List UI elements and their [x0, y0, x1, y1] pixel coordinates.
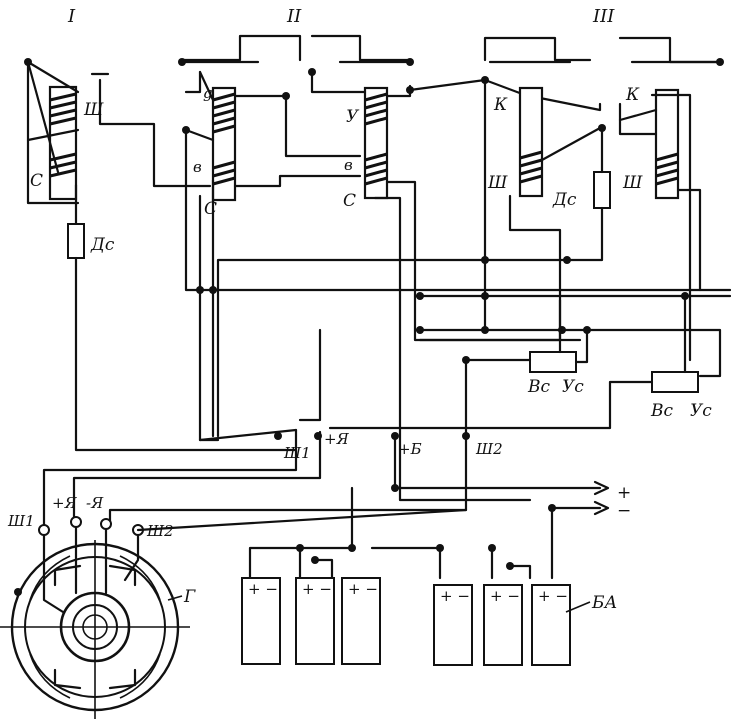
- section-label-3: III: [592, 6, 615, 27]
- output-lines: + −: [391, 434, 631, 521]
- relay-1-label-c: С: [30, 171, 43, 191]
- relay-3-label-sh1: Ш: [487, 173, 508, 193]
- regulator-1-label-us: Ус: [562, 377, 584, 397]
- relay-3-resistor: [593, 171, 611, 209]
- battery-cell-1: + −: [248, 580, 278, 598]
- relay-3-label-ds: Дс: [552, 190, 577, 210]
- battery-label: БА: [591, 593, 617, 613]
- regulator-2-label-vs: Вс: [650, 401, 673, 421]
- relay-2: g У в С в С: [178, 34, 731, 502]
- regulator-2: Вс Ус: [328, 294, 712, 430]
- relay-2-label-b2: в: [344, 156, 353, 174]
- battery-cell-2: + −: [302, 580, 332, 598]
- terminal-sh1: Ш1: [283, 444, 311, 462]
- output-plus: +: [617, 483, 631, 503]
- terminal-sh2: Ш2: [475, 440, 503, 458]
- relay-1-label-sh: Ш: [83, 100, 104, 120]
- terminal-b: +Б: [398, 440, 422, 458]
- gen-terminal-plus-ya: +Я: [52, 494, 78, 512]
- relay-2-label-c2: С: [343, 191, 356, 211]
- relay-3-label-sh2: Ш: [622, 173, 643, 193]
- battery-bank: + − + − + − + − + − + − БА: [241, 486, 617, 666]
- generator-label: Г: [183, 587, 196, 607]
- gen-terminal-sh2: Ш2: [146, 522, 174, 540]
- regulator-1-label-vs: Вс: [527, 377, 550, 397]
- relay-1-resistor: [67, 223, 85, 259]
- relay-1-label-ds: Дс: [90, 235, 115, 255]
- relay-2-label-c1: С: [204, 199, 217, 219]
- relay-3-label-k1: К: [493, 95, 508, 115]
- section-label-2: II: [286, 6, 302, 27]
- terminal-ya: +Я: [324, 430, 350, 448]
- relay-1-shunt-coil: [49, 92, 77, 126]
- relay-3-label-k2: К: [625, 85, 640, 105]
- regulator-1: Вс Ус: [464, 298, 589, 397]
- battery-cell-5: + −: [490, 587, 520, 605]
- relay-2-label-u: У: [346, 107, 360, 127]
- battery-cell-4: + −: [440, 587, 470, 605]
- relay-1: Ш С Дс: [24, 58, 298, 452]
- relay-2-label-b1: в: [193, 158, 202, 176]
- output-minus: −: [617, 501, 631, 521]
- gen-terminal-sh1: Ш1: [7, 512, 35, 530]
- battery-cell-3: + −: [348, 580, 378, 598]
- section-label-1: I: [67, 6, 76, 27]
- regulator-2-label-us: Ус: [690, 401, 712, 421]
- battery-cell-6: + −: [538, 587, 568, 605]
- relay-3: К К Ш Дс Ш: [216, 36, 724, 438]
- gen-terminal-minus-ya: -Я: [86, 494, 104, 512]
- relay-2-label-g: g: [203, 84, 213, 102]
- generator: Ш1 +Я -Я Ш2 Г: [0, 494, 468, 719]
